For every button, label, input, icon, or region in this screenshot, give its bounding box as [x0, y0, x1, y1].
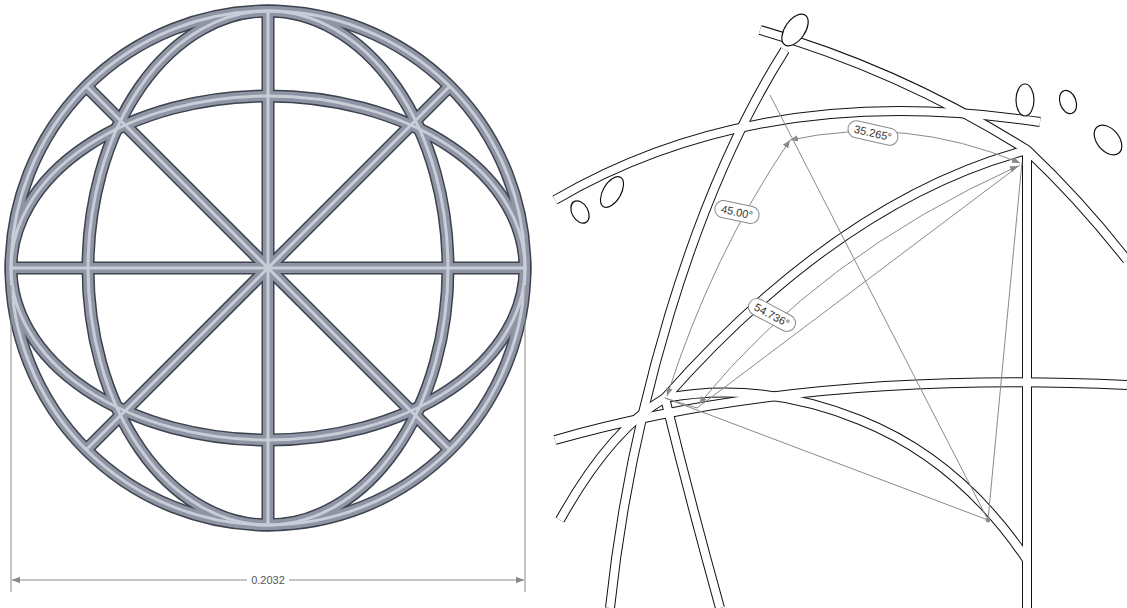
angle-dimension: 54.736° — [745, 295, 799, 335]
tube-frame — [11, 11, 525, 525]
angle-dimension: 45.00° — [713, 198, 762, 225]
dimension-value: 0.2032 — [247, 573, 289, 587]
angle-dimension: 35.265° — [846, 118, 901, 147]
width-dimension — [11, 285, 525, 592]
angle-construction — [665, 95, 1022, 522]
sketch-view — [555, 10, 1127, 608]
